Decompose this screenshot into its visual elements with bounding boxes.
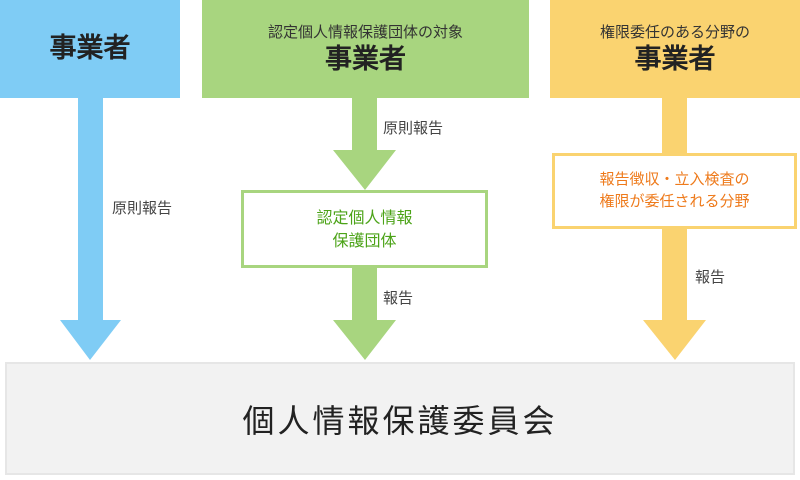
- col3-report-label: 報告: [695, 268, 726, 286]
- arrow-col1: [60, 98, 121, 360]
- privacy-commission-title: 個人情報保護委員会: [242, 401, 558, 440]
- arrow-col2-top-shaft: [352, 98, 377, 150]
- col3-title: 事業者: [634, 44, 716, 76]
- col1-report-label: 原則報告: [112, 199, 173, 217]
- arrow-col2-top: [333, 98, 396, 190]
- certified-organization-box: 認定個人情報 保護団体: [241, 190, 488, 268]
- privacy-commission-box: 個人情報保護委員会: [5, 362, 795, 475]
- business-operator-box-yellow: 権限委任のある分野の 事業者: [550, 0, 800, 98]
- arrow-col2-top-head: [333, 150, 396, 190]
- arrow-col1-head: [60, 320, 121, 360]
- arrow-col3-bottom-shaft: [662, 229, 687, 320]
- arrow-col3-bottom: [643, 229, 706, 360]
- delegated-authority-line2: 権限が委任される分野: [599, 192, 750, 210]
- col2-report-bottom-label: 報告: [383, 289, 414, 307]
- arrow-col3-top-shaft: [662, 98, 687, 153]
- col2-title: 事業者: [325, 44, 406, 76]
- col1-title: 事業者: [49, 33, 131, 65]
- arrow-col3-bottom-head: [643, 320, 706, 360]
- delegated-authority-box: 報告徴収・立入検査の 権限が委任される分野: [552, 153, 797, 229]
- col2-report-top-label: 原則報告: [383, 119, 444, 137]
- arrow-col2-bottom: [333, 268, 396, 360]
- business-operator-box-blue: 事業者: [0, 0, 180, 98]
- certified-organization-line1: 認定個人情報: [316, 207, 413, 227]
- business-operator-box-green: 認定個人情報保護団体の対象 事業者: [202, 0, 529, 98]
- certified-organization-line2: 保護団体: [332, 231, 397, 250]
- delegated-authority-line1: 報告徴収・立入検査の: [599, 170, 750, 189]
- arrow-col1-shaft: [78, 98, 103, 320]
- arrow-col2-bottom-shaft: [352, 268, 377, 320]
- col2-subtitle: 認定個人情報保護団体の対象: [267, 22, 463, 41]
- arrow-col2-bottom-head: [333, 320, 396, 360]
- col3-subtitle: 権限委任のある分野の: [599, 22, 750, 41]
- arrow-col3-top: [662, 98, 687, 153]
